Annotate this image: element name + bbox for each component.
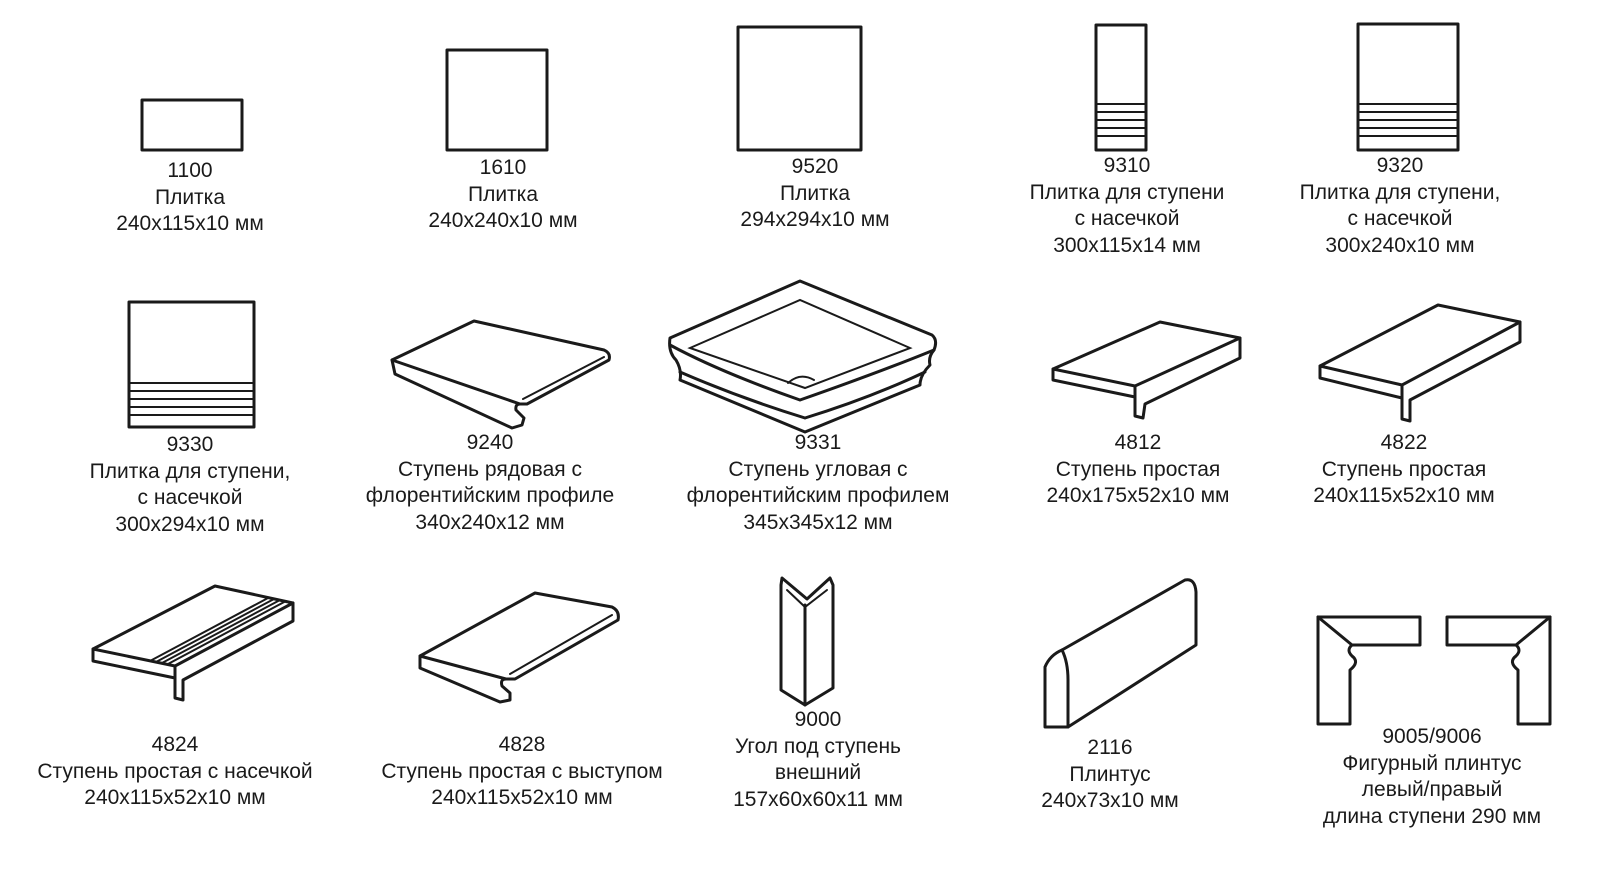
product-code: 9330	[166, 433, 214, 456]
product-code: 4828	[498, 733, 546, 756]
product-code: 9240	[466, 431, 514, 454]
caption-9005-9006: 9005/9006 Фигурный плинтус левый/правый …	[1323, 724, 1541, 830]
product-name-line2: внешний	[774, 761, 862, 784]
caption-4822: 4822 Ступень простая 240x115x52x10 мм	[1313, 430, 1494, 510]
product-size: длина ступени 290 мм	[1322, 804, 1542, 828]
product-size: 300x115x14 мм	[1053, 233, 1201, 257]
caption-9000: 9000 Угол под ступень внешний 157x60x60x…	[733, 707, 903, 813]
caption-9520: 9520 Плитка 294x294x10 мм	[740, 154, 889, 234]
product-name: Ступень простая	[1055, 457, 1221, 481]
product-size: 294x294x10 мм	[740, 208, 890, 231]
product-size: 240x240x10 мм	[428, 209, 578, 232]
product-code: 4812	[1114, 431, 1162, 454]
product-name: Плитка	[154, 185, 226, 209]
caption-4828: 4828 Ступень простая с выступом 240x115x…	[381, 732, 662, 812]
caption-9330: 9330 Плитка для ступени, с насечкой 300x…	[90, 432, 291, 538]
product-name: Плитка для ступени,	[89, 459, 291, 483]
product-code: 2116	[1087, 736, 1133, 759]
product-name-line2: левый/правый	[1361, 778, 1503, 801]
product-name: Ступень простая с выступом	[381, 759, 663, 783]
product-name-line2: с насечкой	[1347, 207, 1453, 230]
product-name: Плитка для ступени,	[1299, 180, 1501, 204]
product-name-line2: флорентийским профиле	[365, 484, 615, 507]
product-size: 240x115x10 мм	[116, 212, 264, 235]
product-name: Плинтус	[1069, 762, 1151, 786]
product-name-line2: флорентийским профилем	[686, 484, 950, 507]
product-code: 4824	[151, 733, 199, 756]
product-size: 300x294x10 мм	[115, 512, 265, 536]
product-name: Плитка	[779, 181, 851, 205]
product-name: Ступень рядовая с	[397, 457, 582, 481]
product-name: Ступень угловая с	[728, 457, 908, 481]
product-size: 240x73x10 мм	[1041, 789, 1179, 812]
product-size: 157x60x60x11 мм	[733, 787, 903, 811]
caption-4812: 4812 Ступень простая 240x175x52x10 мм	[1046, 430, 1229, 510]
product-code: 9520	[791, 155, 839, 178]
caption-9331: 9331 Ступень угловая с флорентийским про…	[687, 430, 950, 536]
product-size: 345x345x12 мм	[743, 510, 893, 534]
product-name: Фигурный плинтус	[1342, 751, 1522, 775]
product-code: 9331	[794, 431, 842, 454]
product-code: 9005/9006	[1382, 725, 1482, 748]
product-code: 1610	[479, 156, 527, 179]
product-size: 340x240x12 мм	[415, 510, 565, 534]
product-size: 240x115x52x10 мм	[1313, 484, 1495, 507]
caption-9240: 9240 Ступень рядовая с флорентийским про…	[366, 430, 614, 536]
product-name-line2: с насечкой	[1074, 207, 1180, 230]
product-code: 9310	[1103, 154, 1151, 177]
product-code: 4822	[1380, 431, 1428, 454]
caption-4824: 4824 Ступень простая с насечкой 240x115x…	[37, 732, 312, 812]
product-size: 240x115x52x10 мм	[431, 786, 613, 809]
caption-2116: 2116 Плинтус 240x73x10 мм	[1041, 735, 1178, 815]
caption-1610: 1610 Плитка 240x240x10 мм	[428, 155, 577, 235]
product-name-line2: с насечкой	[137, 486, 243, 509]
product-code: 9000	[794, 708, 842, 731]
product-name: Ступень простая с насечкой	[37, 759, 313, 783]
caption-9310: 9310 Плитка для ступени с насечкой 300x1…	[1030, 153, 1225, 259]
product-name: Плитка	[467, 182, 539, 206]
product-size: 240x115x52x10 мм	[84, 786, 266, 809]
product-size: 300x240x10 мм	[1325, 233, 1475, 257]
caption-9320: 9320 Плитка для ступени, с насечкой 300x…	[1300, 153, 1501, 259]
product-name: Угол под ступень	[734, 734, 902, 758]
caption-1100: 1100 Плитка 240x115x10 мм	[116, 158, 264, 238]
product-name: Плитка для ступени	[1029, 180, 1225, 204]
product-size: 240x175x52x10 мм	[1046, 484, 1230, 507]
product-name: Ступень простая	[1321, 457, 1487, 481]
product-code: 1100	[167, 159, 213, 182]
product-code: 9320	[1376, 154, 1424, 177]
